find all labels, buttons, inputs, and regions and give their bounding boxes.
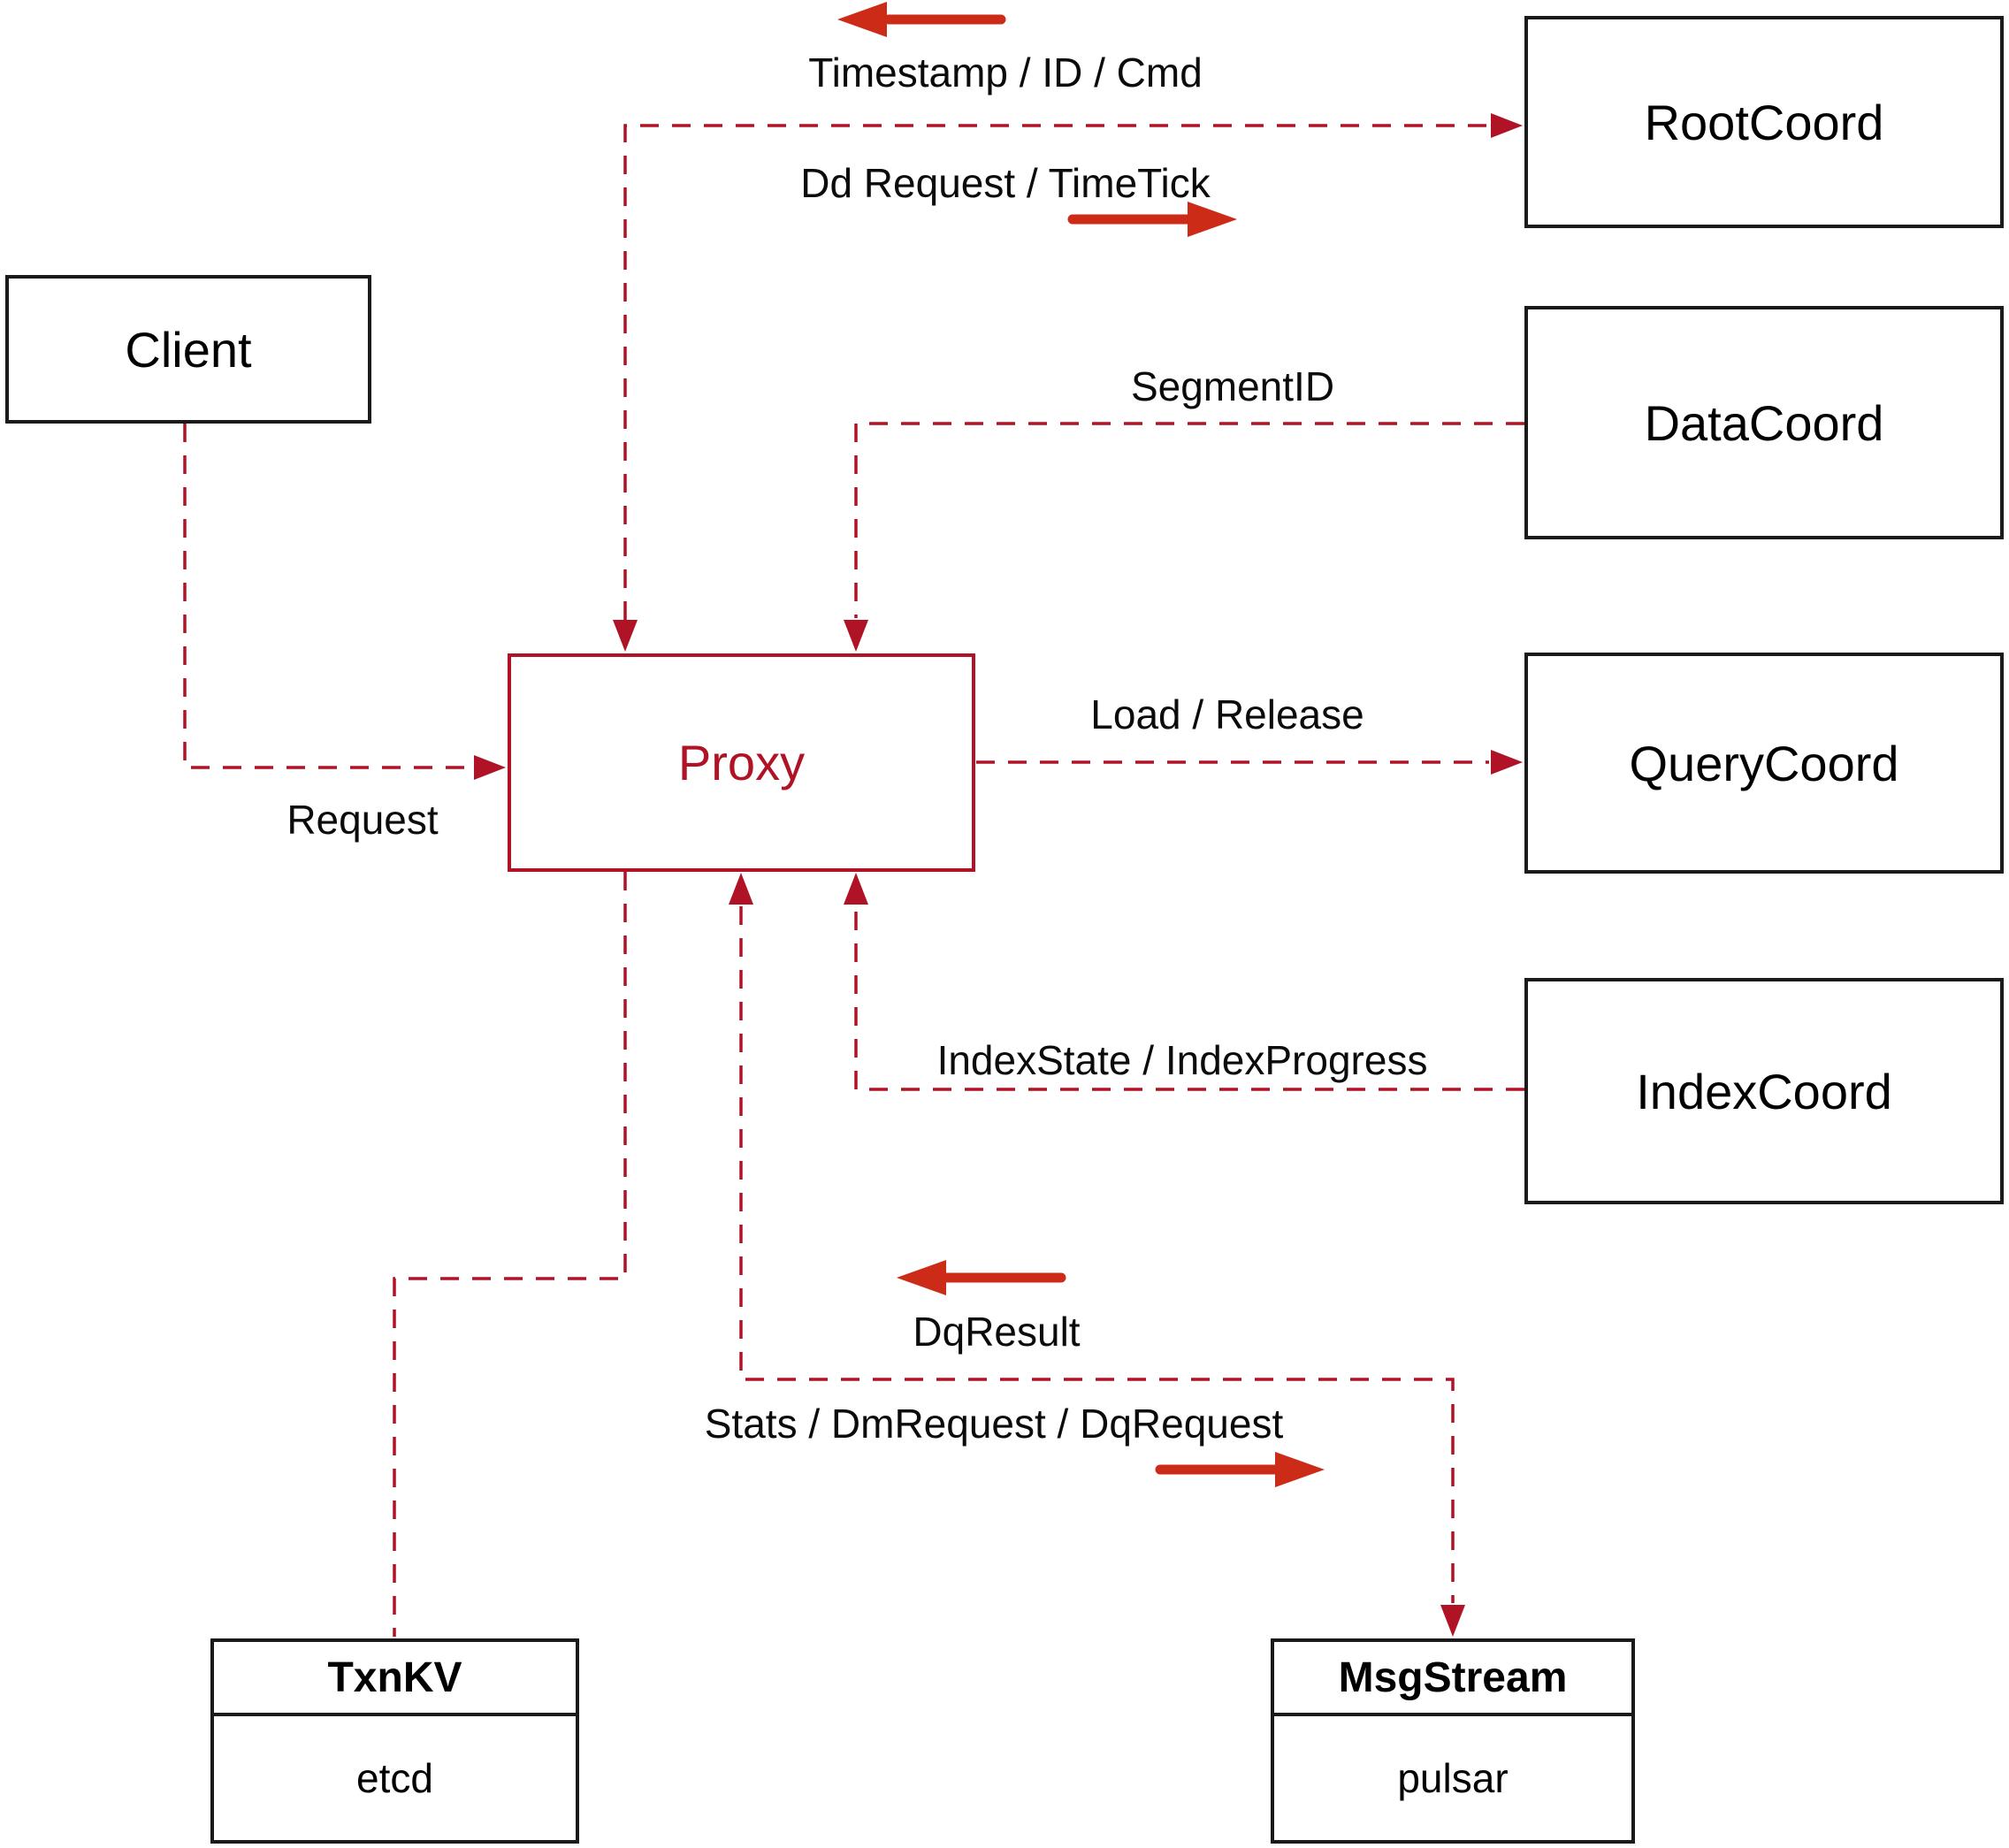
arrowhead-up-into-proxy-from-msgstream xyxy=(729,873,753,905)
flow-arrowhead-left-dqresult xyxy=(897,1260,946,1295)
node-proxy: Proxy xyxy=(508,653,975,872)
node-querycoord: QueryCoord xyxy=(1524,653,2004,874)
node-indexcoord: IndexCoord xyxy=(1524,978,2004,1204)
edge-label-load-release: Load / Release xyxy=(1090,691,1364,737)
flow-arrowhead-right-ddrequest xyxy=(1188,202,1237,237)
node-txnkv-sublabel: etcd xyxy=(356,1755,433,1801)
edge-label-indexstate-indexprogress: IndexState / IndexProgress xyxy=(936,1037,1428,1083)
node-msgstream-sublabel: pulsar xyxy=(1397,1755,1509,1801)
arrowhead-down-into-proxy-from-rootcoord xyxy=(613,620,638,652)
node-client-label: Client xyxy=(125,321,252,378)
node-querycoord-label: QueryCoord xyxy=(1629,735,1899,791)
arrowhead-down-into-msgstream xyxy=(1440,1605,1465,1637)
node-proxy-label: Proxy xyxy=(677,735,806,790)
edge-label-segmentid: SegmentID xyxy=(1130,363,1335,409)
edge-label-request: Request xyxy=(286,797,439,843)
edge-label-timestamp-id-cmd: Timestamp / ID / Cmd xyxy=(808,50,1203,95)
node-rootcoord: RootCoord xyxy=(1524,16,2004,228)
arrowhead-up-into-proxy-from-indexcoord xyxy=(844,873,868,905)
wire-client-proxy xyxy=(183,424,472,769)
node-client: Client xyxy=(5,275,371,424)
node-msgstream: MsgStream pulsar xyxy=(1271,1638,1635,1844)
flow-arrowhead-left-timestamp xyxy=(837,2,887,37)
node-rootcoord-label: RootCoord xyxy=(1644,94,1884,150)
flow-arrowhead-right-stats xyxy=(1275,1452,1325,1487)
wire-proxy-rootcoord xyxy=(623,124,1489,620)
wire-proxy-txnkv xyxy=(393,872,627,1637)
edge-label-dd-request-timetick: Dd Request / TimeTick xyxy=(800,160,1211,206)
wire-indexcoord-proxy xyxy=(854,906,1524,1091)
arrowhead-right-into-rootcoord xyxy=(1491,113,1523,138)
node-datacoord-label: DataCoord xyxy=(1644,394,1884,451)
node-txnkv: TxnKV etcd xyxy=(210,1638,579,1844)
wire-datacoord-proxy xyxy=(854,422,1524,618)
node-txnkv-title: TxnKV xyxy=(214,1642,576,1716)
node-msgstream-title: MsgStream xyxy=(1274,1642,1631,1716)
edge-label-stats-dmrequest-dqrequest: Stats / DmRequest / DqRequest xyxy=(704,1401,1284,1447)
arrowhead-right-into-querycoord xyxy=(1491,750,1523,775)
node-indexcoord-label: IndexCoord xyxy=(1636,1063,1892,1119)
wire-proxy-msgstream xyxy=(739,906,1455,1603)
arrowhead-down-into-proxy-from-datacoord xyxy=(844,620,868,652)
edge-label-dqresult: DqResult xyxy=(913,1309,1081,1355)
node-datacoord: DataCoord xyxy=(1524,306,2004,539)
arrowhead-right-into-proxy-from-client xyxy=(474,755,506,780)
